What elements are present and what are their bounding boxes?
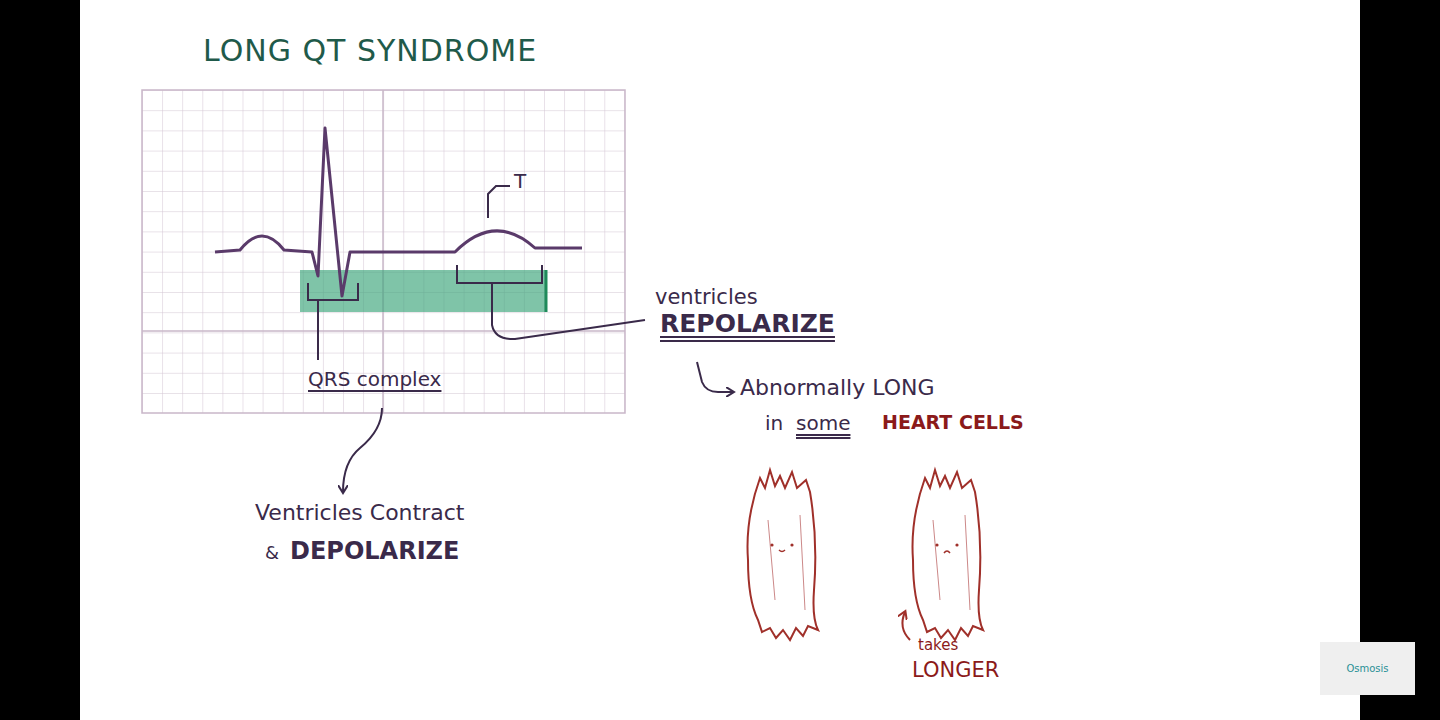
note-text: LONGER [912, 658, 999, 682]
note-text: Ventricles Contract [255, 500, 464, 525]
ecg-label: QRS complex [308, 368, 441, 391]
side-bar [0, 0, 80, 720]
watermark-text: Osmosis [1346, 663, 1388, 674]
note-text: ventricles [655, 285, 758, 309]
note-text: in [765, 412, 783, 435]
note-text: DEPOLARIZE [290, 538, 459, 566]
note-text: HEART CELLS [882, 412, 1024, 434]
diagram-title: LONG QT SYNDROME [203, 34, 537, 69]
note-text: REPOLARIZE [660, 310, 835, 339]
side-bar [1360, 0, 1440, 720]
watermark-box: Osmosis [1320, 642, 1415, 695]
wave-label: T [514, 170, 526, 193]
note-text: Abnormally LONG [740, 375, 935, 400]
note-text: some [796, 412, 850, 435]
note-text: & [265, 543, 279, 564]
note-text: takes [918, 637, 958, 654]
